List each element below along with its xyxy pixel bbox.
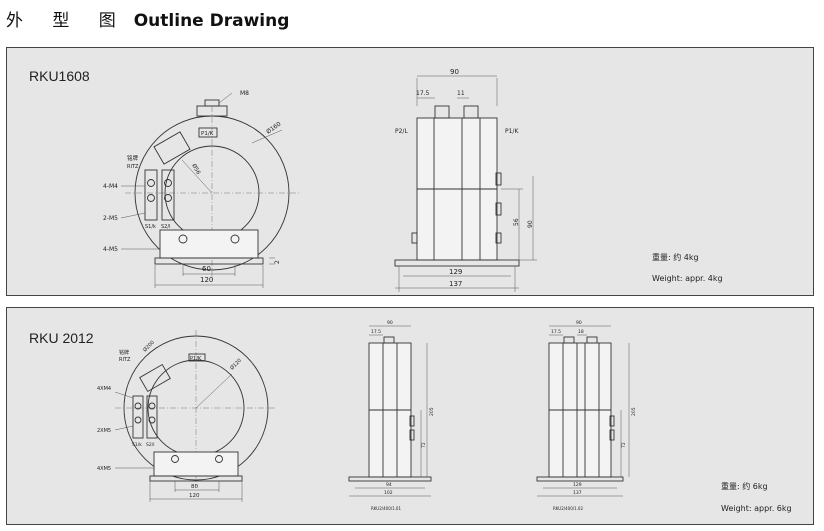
terminal-s2 — [161, 169, 175, 221]
page-title-en: Outline Drawing — [133, 11, 290, 31]
dim-137-b: 137 — [573, 490, 582, 496]
weight-en: Weight: appr. 4kg — [652, 274, 723, 283]
dim-90: 90 — [450, 68, 459, 76]
callout-p1k: P1/K — [201, 131, 214, 137]
dim-94: 94 — [386, 482, 392, 488]
dim-129: 129 — [449, 268, 462, 276]
dim-60: 60 — [202, 265, 211, 273]
callout-4m4: 4-M4 — [103, 183, 118, 190]
dim-205-a: 205 — [429, 407, 435, 416]
dim-56: 56 — [513, 218, 520, 226]
terminal-s2 — [146, 395, 158, 439]
callout-2m5: 2-M5 — [103, 215, 118, 222]
weight-cn: 重量: 约 6kg — [721, 482, 768, 491]
drawing-code-b: RKU2/400/1.02 — [553, 506, 583, 511]
weight-cn: 重量: 约 4kg — [652, 253, 699, 262]
nameplate — [139, 363, 171, 393]
label-s2l: S2/l — [146, 442, 155, 448]
callout-2xm5: 2XM5 — [97, 428, 111, 434]
side-view: P2/L P1/K 90 17.5 11 56 90 129 137 — [394, 68, 537, 292]
label-s1k: S1/k — [132, 442, 142, 448]
callout-p1k: P1/K — [190, 356, 202, 362]
callout-4m5: 4-M5 — [103, 246, 118, 253]
callout-m8: M8 — [240, 90, 249, 97]
dim-2: 2 — [274, 260, 281, 264]
side-base-a — [348, 476, 432, 482]
p1k-tag — [198, 127, 218, 138]
callout-nameplate: 铭牌 — [127, 154, 139, 162]
callout-d56: Ø56 — [190, 163, 202, 177]
base-plate — [154, 257, 264, 265]
callout-ritz: RITZ — [119, 357, 131, 363]
front-view: M8 P1/K Ø160 Ø56 铭牌 RITZ 4-M4 2-M5 S1/k … — [103, 90, 299, 288]
dim-72-a: 72 — [421, 442, 427, 448]
dim-72-b: 72 — [621, 442, 627, 448]
outer-circle — [134, 115, 290, 271]
p1k-tag — [188, 353, 206, 362]
base-block — [159, 229, 259, 259]
base-block — [153, 451, 239, 477]
page-title-cn: 外 型 图 — [6, 11, 128, 31]
drawing-rku1608: M8 P1/K Ø160 Ø56 铭牌 RITZ 4-M4 2-M5 S1/k … — [103, 68, 537, 292]
dim-120: 120 — [200, 276, 213, 284]
dim-11: 11 — [457, 90, 465, 97]
dim-17-5: 17.5 — [416, 90, 430, 97]
side-view-b: 90 17.5 18 205 72 129 137 RKU2/400/1.02 — [536, 320, 637, 511]
dim-205-b: 205 — [631, 407, 637, 416]
dim-18: 18 — [578, 329, 584, 335]
bolt-head — [204, 99, 220, 107]
label-p1k: P1/K — [505, 128, 519, 135]
panel-rku1608: RKU1608 — [6, 47, 814, 296]
dim-129-b: 129 — [573, 482, 582, 488]
label-s1k: S1/k — [145, 224, 156, 230]
terminal-p2 — [434, 105, 450, 119]
terminal-p1 — [463, 105, 479, 119]
dim-90-a: 90 — [387, 320, 393, 326]
callout-ritz: RITZ — [127, 164, 139, 170]
label-s2l: S2/l — [161, 224, 170, 230]
dim-90-height: 90 — [527, 220, 534, 228]
front-view: Ø200 P1/K 铭牌 RITZ Ø120 4XM4 2XM5 S1/k S2… — [97, 330, 277, 502]
dim-80: 80 — [191, 484, 198, 490]
callout-d120: Ø120 — [228, 357, 242, 371]
weight-en: Weight: appr. 6kg — [721, 504, 792, 513]
label-p2l: P2/L — [395, 128, 408, 135]
side-view-a: 90 17.5 205 72 94 102 RKU2/400/1.01 — [348, 320, 435, 511]
drawing-code-a: RKU2/400/1.01 — [371, 506, 401, 511]
dim-17-5-b: 17.5 — [551, 329, 561, 335]
dim-120: 120 — [189, 493, 200, 499]
dim-137: 137 — [449, 280, 462, 288]
panel-rku2012: RKU 2012 — [6, 307, 814, 525]
model-label: RKU1608 — [29, 68, 90, 84]
callout-4xm4: 4XM4 — [97, 386, 111, 392]
terminal-s1 — [144, 169, 158, 221]
drawing-rku2012: Ø200 P1/K 铭牌 RITZ Ø120 4XM4 2XM5 S1/k S2… — [97, 320, 637, 511]
side-base-plate — [394, 259, 520, 267]
terminal-s1 — [132, 395, 144, 439]
model-label: RKU 2012 — [29, 330, 94, 346]
dim-90-b: 90 — [576, 320, 582, 326]
nameplate — [153, 131, 191, 165]
dim-102: 102 — [384, 490, 393, 496]
dim-17-5-a: 17.5 — [371, 329, 381, 335]
base-plate — [149, 475, 243, 482]
page-title: 外 型 图 Outline Drawing — [6, 6, 289, 31]
callout-nameplate: 铭牌 — [119, 349, 129, 356]
callout-d200: Ø200 — [141, 339, 155, 353]
callout-4xm5: 4XM5 — [97, 466, 111, 472]
side-base-b — [536, 476, 624, 482]
